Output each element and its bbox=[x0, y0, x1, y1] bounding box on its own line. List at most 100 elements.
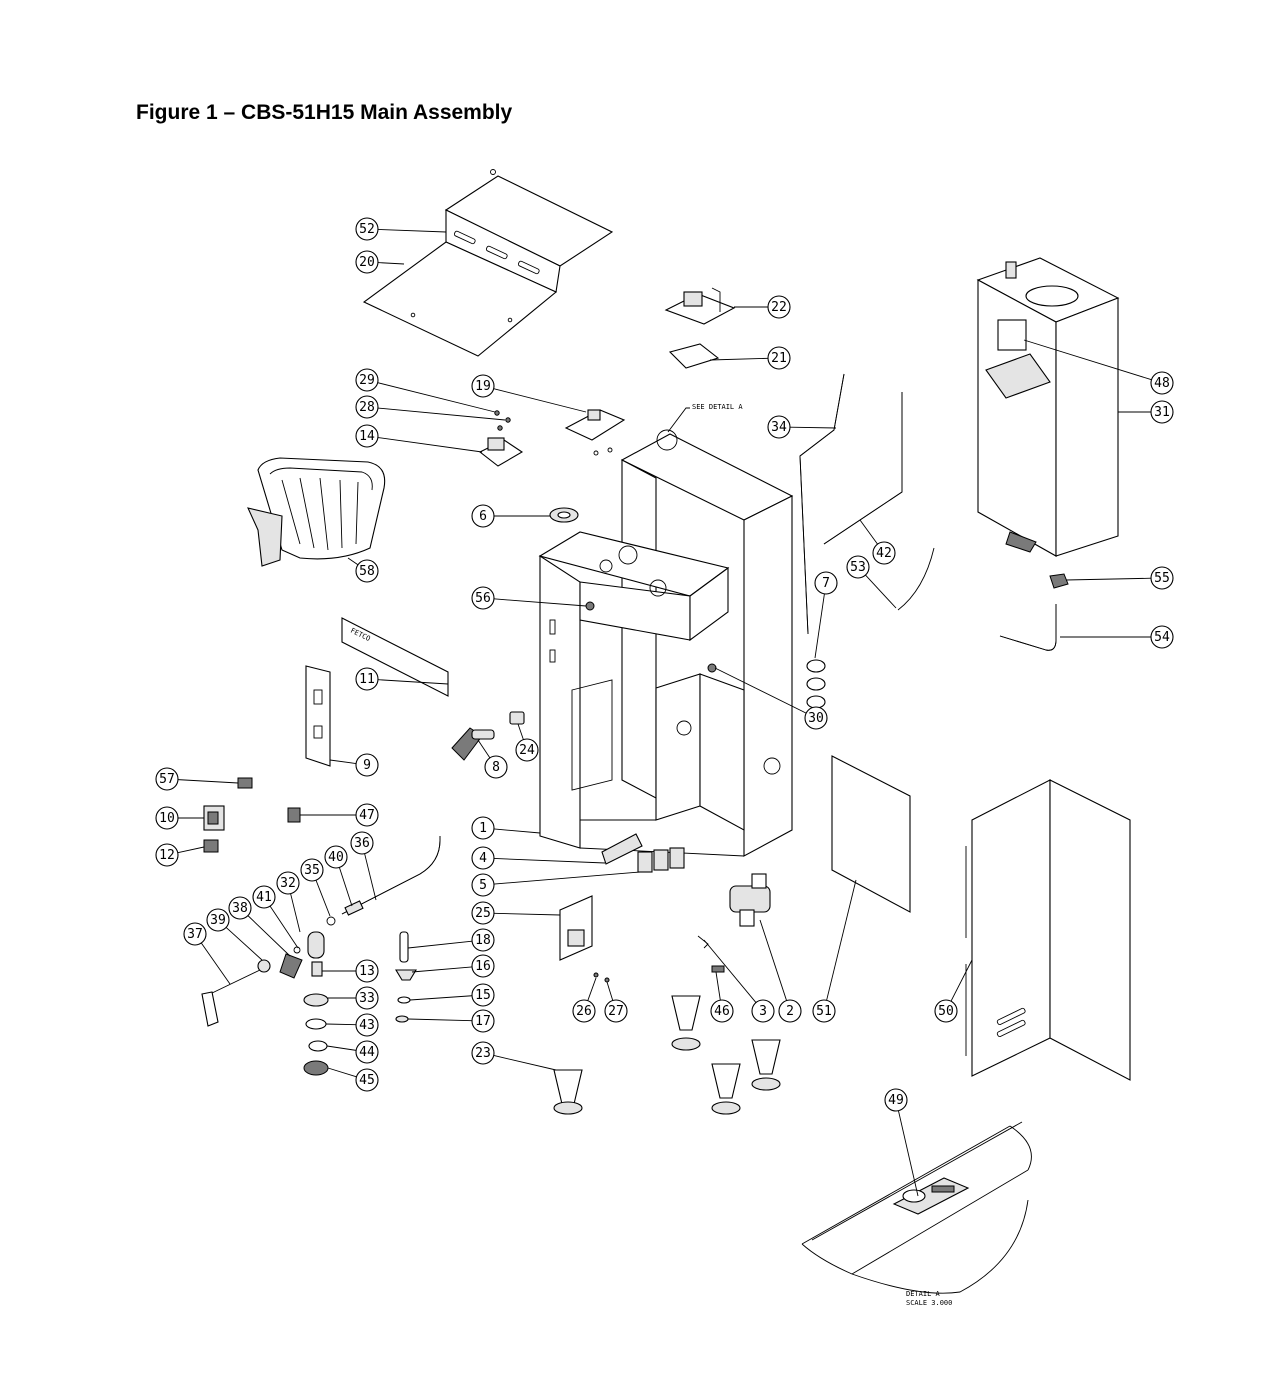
callout-leader bbox=[347, 557, 359, 566]
callout-balloon bbox=[1150, 371, 1174, 395]
callout-balloon bbox=[355, 1013, 379, 1037]
callout-balloon bbox=[471, 504, 495, 528]
hose-clamps bbox=[806, 659, 826, 709]
callout-balloon bbox=[471, 901, 495, 925]
callout-14: 14 bbox=[355, 424, 483, 453]
callout-leader bbox=[377, 228, 447, 233]
terminal-strip bbox=[601, 833, 643, 865]
callout-46: 46 bbox=[710, 971, 734, 1023]
callout-number: 52 bbox=[359, 222, 375, 237]
fitting-40 bbox=[344, 900, 364, 916]
callout-number: 49 bbox=[888, 1093, 904, 1108]
callout-balloon bbox=[471, 983, 495, 1007]
callout-number: 12 bbox=[159, 848, 175, 863]
callout-balloon bbox=[355, 368, 379, 392]
callout-number: 31 bbox=[1154, 405, 1170, 420]
callout-18: 18 bbox=[407, 928, 495, 952]
callout-number: 41 bbox=[256, 890, 272, 905]
callout-balloon bbox=[228, 896, 252, 920]
leg-2 bbox=[671, 995, 701, 1051]
callout-leader bbox=[493, 828, 541, 834]
callout-26: 26 bbox=[572, 977, 597, 1023]
callout-balloon bbox=[276, 871, 300, 895]
see-detail-a-label: SEE DETAIL A bbox=[692, 403, 743, 411]
oring-35 bbox=[326, 916, 336, 926]
main-frame bbox=[538, 429, 794, 857]
solenoid-valve bbox=[729, 873, 771, 927]
callout-leader bbox=[409, 995, 473, 1001]
callout-balloon bbox=[814, 571, 838, 595]
callout-58: 58 bbox=[347, 557, 379, 583]
callout-balloon bbox=[300, 858, 324, 882]
callout-number: 4 bbox=[479, 851, 487, 866]
grommet-56 bbox=[585, 601, 595, 611]
callout-balloon bbox=[355, 986, 379, 1010]
top-cover-plate bbox=[362, 169, 614, 357]
callout-balloon bbox=[355, 1068, 379, 1092]
circuit-board-25 bbox=[559, 895, 593, 961]
control-board-lower bbox=[564, 409, 626, 456]
callout-33: 33 bbox=[328, 986, 379, 1010]
callout-number: 27 bbox=[608, 1004, 624, 1019]
detail-a-view bbox=[801, 1121, 1032, 1294]
callout-balloon bbox=[471, 816, 495, 840]
callout-number: 53 bbox=[850, 560, 866, 575]
spring-39 bbox=[257, 959, 271, 973]
callout-balloon bbox=[471, 586, 495, 610]
nut-17 bbox=[395, 1015, 409, 1023]
callout-number: 14 bbox=[359, 429, 375, 444]
callout-balloon bbox=[846, 555, 870, 579]
callout-leader bbox=[493, 388, 587, 413]
callout-22: 22 bbox=[734, 295, 791, 319]
callout-leader bbox=[703, 939, 757, 1003]
callout-balloon bbox=[767, 346, 791, 370]
callout-39: 39 bbox=[206, 908, 263, 961]
leg-3 bbox=[711, 1063, 741, 1115]
callout-56: 56 bbox=[471, 586, 587, 610]
screw-29 bbox=[494, 410, 500, 416]
callout-number: 3 bbox=[759, 1004, 767, 1019]
callout-leader bbox=[709, 357, 769, 361]
callout-leader bbox=[225, 927, 263, 961]
callout-number: 13 bbox=[359, 964, 375, 979]
callout-number: 28 bbox=[359, 400, 375, 415]
callout-50: 50 bbox=[934, 959, 973, 1023]
callout-28: 28 bbox=[355, 395, 506, 421]
grommet-30 bbox=[707, 663, 717, 673]
callout-number: 30 bbox=[808, 711, 824, 726]
callout-leader bbox=[714, 667, 807, 714]
board-bracket bbox=[668, 343, 720, 369]
callout-balloon bbox=[355, 250, 379, 274]
detail-a-label: DETAIL A bbox=[906, 1290, 941, 1298]
callout-number: 1 bbox=[479, 821, 487, 836]
callout-52: 52 bbox=[355, 217, 447, 241]
callout-leader bbox=[865, 574, 897, 609]
callout-balloon bbox=[355, 559, 379, 583]
callout-number: 6 bbox=[479, 509, 487, 524]
callout-balloon bbox=[355, 959, 379, 983]
callout-balloon bbox=[155, 843, 179, 867]
callout-number: 21 bbox=[771, 351, 787, 366]
callout-number: 19 bbox=[475, 379, 491, 394]
callout-24: 24 bbox=[515, 723, 539, 762]
callout-4: 4 bbox=[471, 846, 606, 870]
callout-balloon bbox=[572, 999, 596, 1023]
callout-55: 55 bbox=[1065, 566, 1174, 590]
callout-leader bbox=[477, 739, 491, 759]
callout-number: 47 bbox=[359, 808, 375, 823]
callout-57: 57 bbox=[155, 767, 239, 791]
callout-number: 11 bbox=[359, 672, 375, 687]
callout-number: 16 bbox=[475, 959, 491, 974]
callout-number: 55 bbox=[1154, 571, 1170, 586]
callout-leader bbox=[493, 912, 561, 916]
callout-leader bbox=[377, 679, 449, 685]
callout-balloon bbox=[471, 954, 495, 978]
callout-32: 32 bbox=[276, 871, 301, 933]
callout-leader bbox=[859, 519, 878, 545]
callout-leader bbox=[177, 779, 239, 784]
callout-leader bbox=[493, 598, 587, 607]
callout-number: 9 bbox=[363, 758, 371, 773]
callout-37: 37 bbox=[183, 922, 231, 985]
callout-number: 48 bbox=[1154, 376, 1170, 391]
callout-balloon bbox=[355, 395, 379, 419]
